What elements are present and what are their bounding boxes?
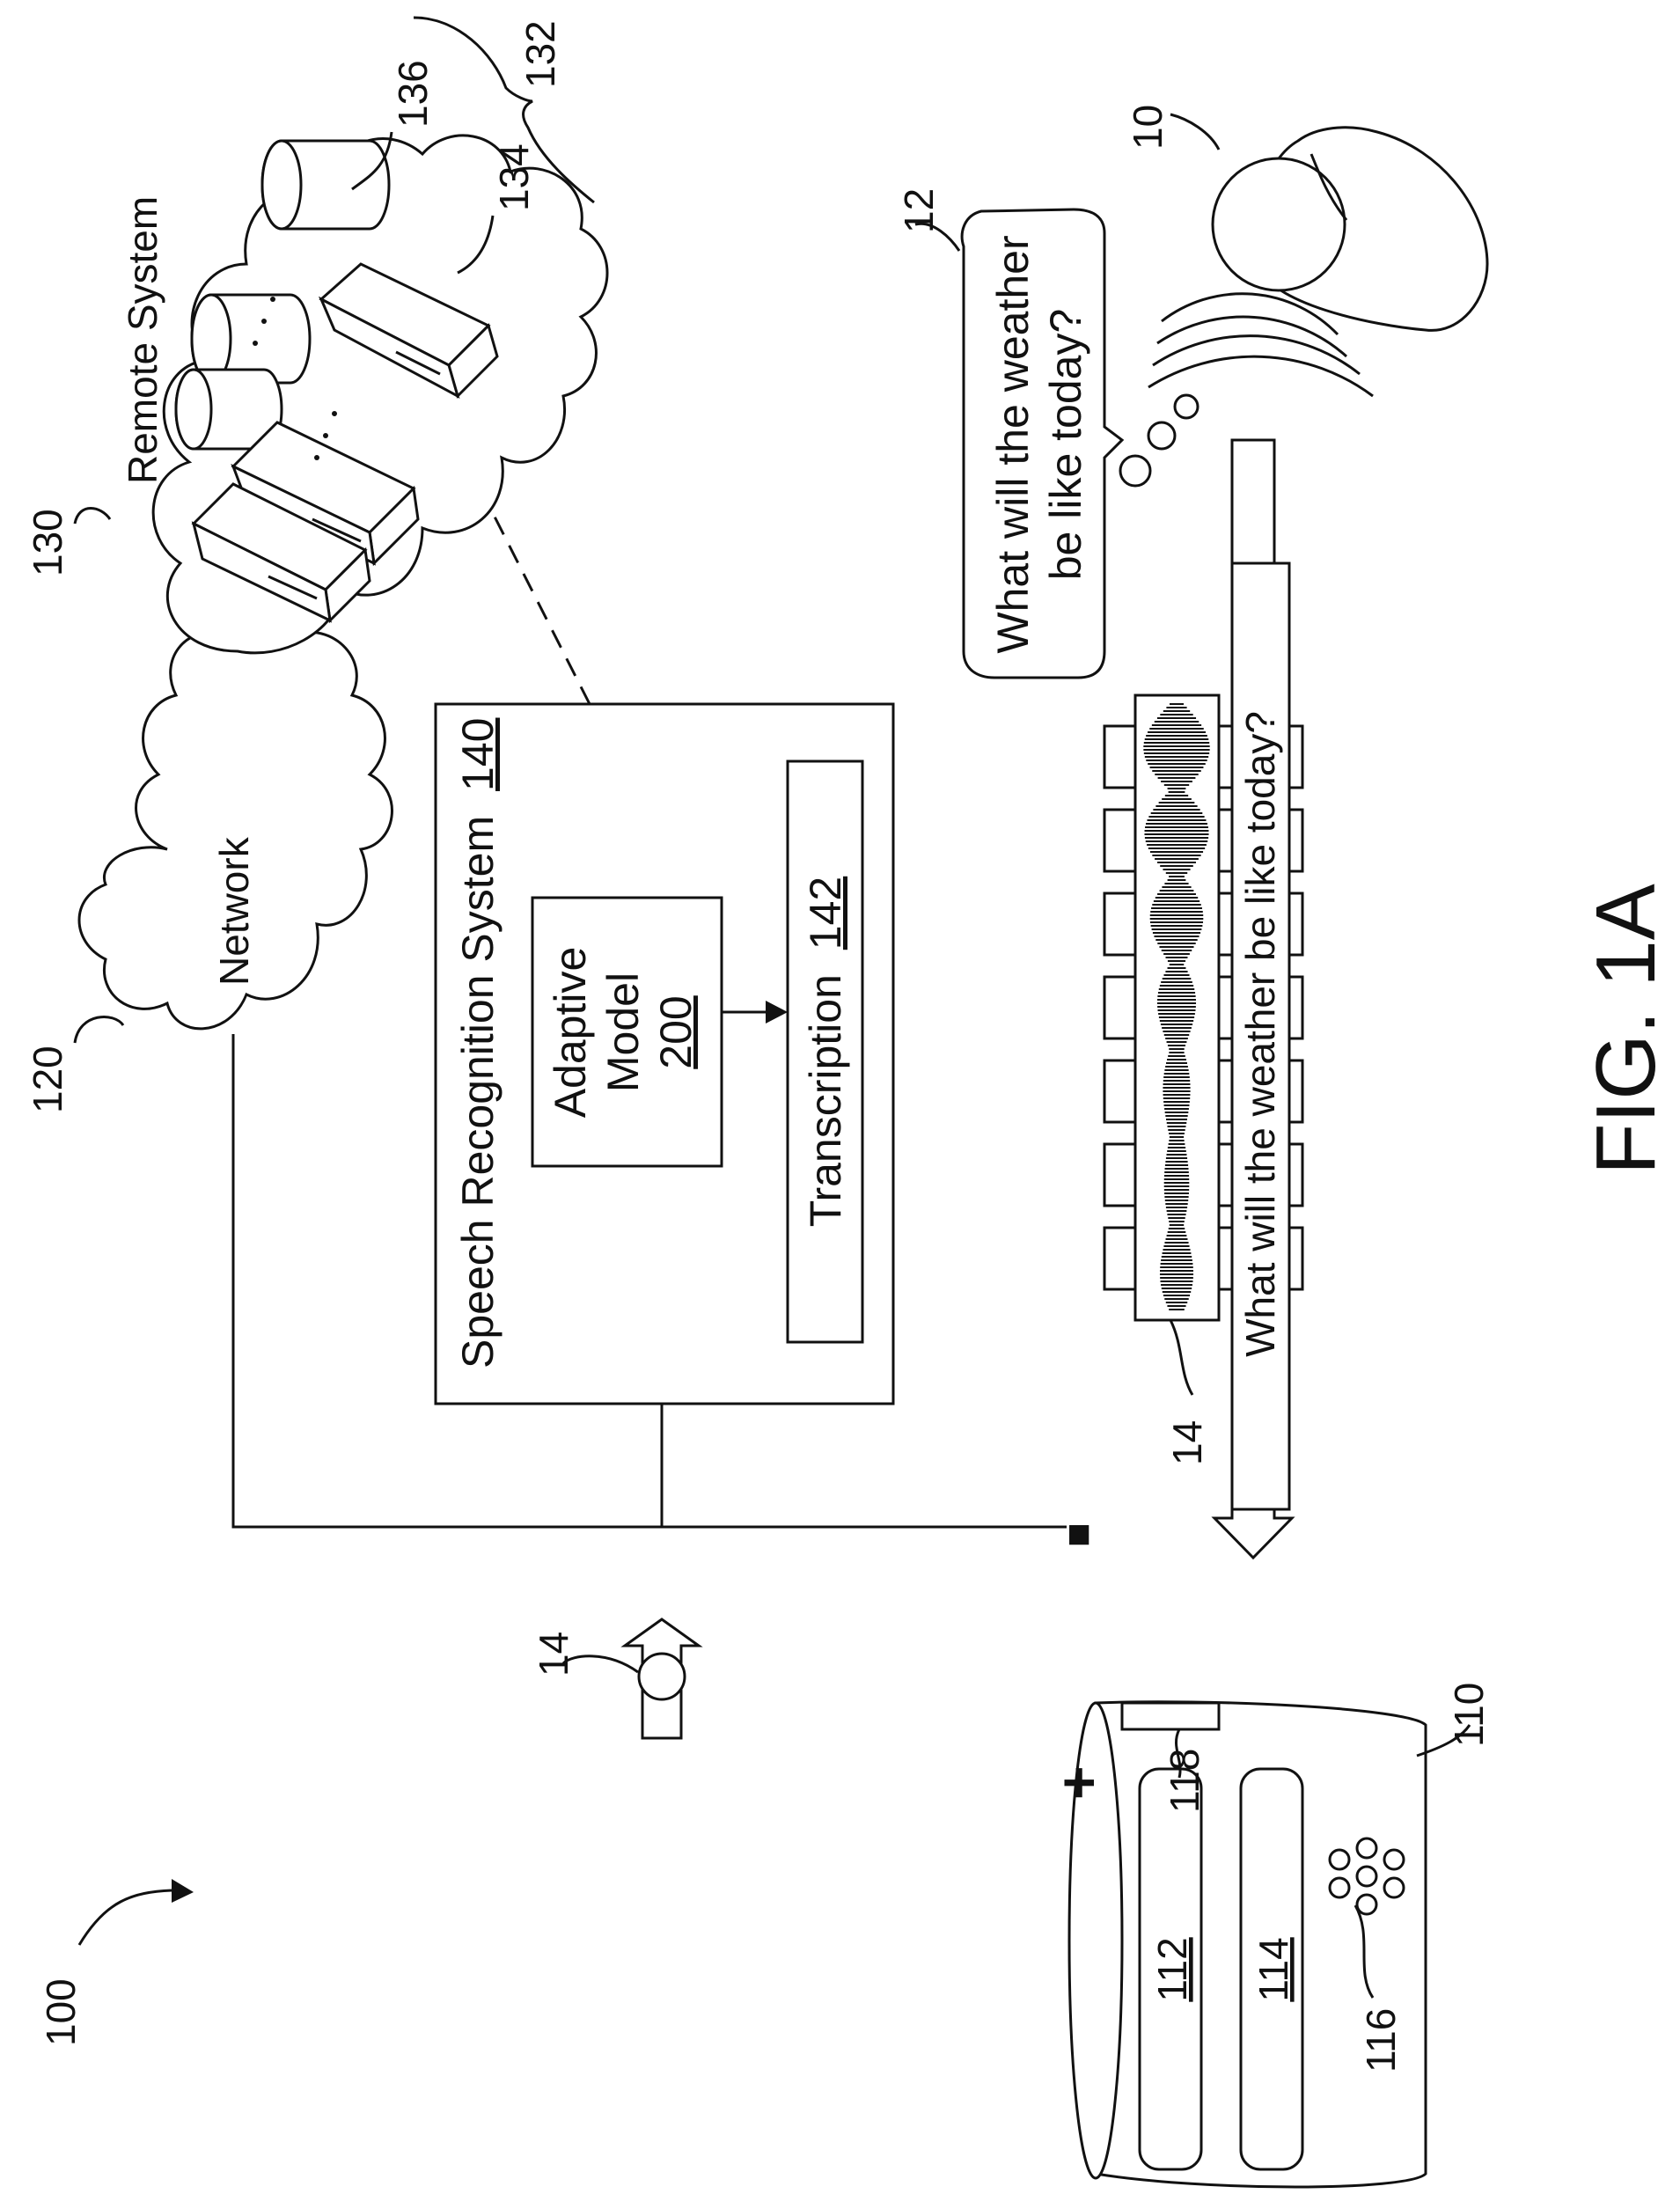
network-label: Network [211,836,257,986]
system-ref-arrowhead [172,1879,194,1903]
storage-cylinder [262,141,389,229]
transcription-ref: 142 [801,877,850,950]
utterance-line1: What will the weather [988,235,1038,653]
server-ref-number: 134 [491,143,537,211]
network-cloud: Network [79,607,392,1029]
user-ref-number: 10 [1125,105,1170,150]
speech-title: Speech Recognition System [453,816,503,1368]
device-display [1122,1703,1219,1729]
svg-text:Speech Recognition System: Speech Recognition System 140 [453,718,503,1368]
thought-bubble [1148,422,1175,449]
system-ref-leader [79,1890,172,1945]
audio-data-ref: 14 [1164,1320,1210,1465]
audio-data-ref-leader [1170,1320,1192,1395]
audio-upload-arrow: 14 [531,1619,699,1738]
group-ref-number: 132 [517,20,563,88]
network-ref-number: 120 [25,1046,70,1113]
speech-title-ref: 140 [453,718,503,791]
device-ref-number: 110 [1446,1683,1492,1747]
user-ref: 10 [1125,105,1219,150]
transcription-group: Transcription 142 [801,877,850,1227]
storage-ref-number: 136 [390,60,436,128]
plus-button[interactable]: + [1045,1765,1111,1800]
audio-caption-strip: What will the weather be like today? [1232,563,1289,1509]
utterance-ref: 12 [896,188,959,251]
figure-label: FIG. 1A [1579,884,1673,1175]
system-ref: 100 [38,1879,194,2046]
adaptive-model-line2: Model [598,972,648,1092]
network-ref-leader [75,1016,123,1043]
remote-ref-number: 130 [25,509,70,576]
network-ref: 120 [25,1016,123,1113]
thought-bubble [1120,456,1150,486]
minus-button[interactable]: ■ [1054,1523,1100,1547]
adaptive-model-line1: Adaptive [546,947,595,1119]
audio-arrow-ref: 14 [531,1632,576,1677]
user-figure [1120,128,1487,486]
speech-wave [1148,356,1373,396]
device-component-112-ref: 112 [1149,1937,1195,2001]
utterance-bubble: What will the weather be like today? [962,209,1122,678]
svg-text:Transcription 142: Transcription 142 [801,877,850,1227]
audio-ref-number: 116 [1358,2008,1404,2073]
display-ref-number: 118 [1162,1749,1207,1813]
user-device: ■ + 112 114 [1045,1523,1426,2187]
transcription-label: Transcription [801,974,850,1227]
speech-title-group: Speech Recognition System 140 [453,718,503,1368]
remote-system-label: Remote System [120,196,165,484]
remote-ref: 130 [25,509,110,577]
audio-node [639,1654,685,1699]
audio-waveform-strip [1135,695,1219,1320]
user-head [1213,158,1345,290]
audio-caption: What will the weather be like today? [1237,711,1283,1357]
thought-bubble [1175,395,1198,418]
utterance-line2: be like today? [1041,309,1090,581]
remote-ref-leader [75,509,110,525]
adaptive-model-ref: 200 [651,995,701,1068]
system-ref-number: 100 [38,1978,84,2046]
speech-recognition-system: Speech Recognition System 140 Adaptive M… [436,704,893,1404]
user-ref-leader [1170,114,1219,150]
device-component-114-ref: 114 [1251,1937,1296,2001]
audio-data-ref-number: 14 [1164,1420,1210,1465]
